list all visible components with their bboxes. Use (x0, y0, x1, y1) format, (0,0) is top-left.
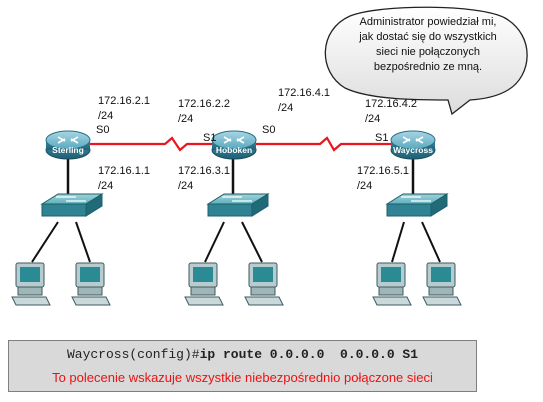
command-caption: To polecenie wskazuje wszystkie niebezpo… (52, 370, 433, 385)
serial-link-hoboken-waycross (256, 136, 393, 152)
ip-hoboken-s1: 172.16.2.2 (178, 98, 230, 110)
switch-arrows-icon (56, 196, 86, 202)
mask-hoboken-s0: /24 (278, 102, 293, 114)
pc-sterling-1[interactable] (11, 262, 51, 306)
mask-waycross-lan: /24 (357, 180, 372, 192)
command-prompt: Waycross(config)# (66, 347, 200, 362)
command-box: Waycross(config)#ip route 0.0.0.0 0.0.0.… (8, 340, 477, 392)
switch-hoboken[interactable] (206, 193, 270, 217)
ip-sterling-lan: 172.16.1.1 (98, 165, 150, 177)
serial-link-sterling-hoboken (90, 136, 212, 152)
switch-arrows-icon (401, 196, 431, 202)
interface-label-waycross-s1: S1 (375, 132, 388, 144)
switch-sterling[interactable] (40, 193, 104, 217)
ip-sterling-serial: 172.16.2.1 (98, 95, 150, 107)
router-waycross[interactable]: Waycross (390, 130, 436, 160)
interface-label-sterling-s0: S0 (96, 124, 109, 136)
pc-waycross-1[interactable] (372, 262, 412, 306)
bubble-line: bezpośrednio ze mną. (374, 61, 482, 73)
switch-waycross[interactable] (385, 193, 449, 217)
bubble-line: Administrator powiedział mi, (360, 16, 497, 28)
bubble-line: jak dostać się do wszystkich (358, 31, 497, 43)
pc-hoboken-2[interactable] (244, 262, 284, 306)
ip-hoboken-s0: 172.16.4.1 (278, 87, 330, 99)
mask-sterling-serial: /24 (98, 110, 113, 122)
mask-waycross-s1: /24 (365, 113, 380, 125)
router-label: Hoboken (216, 145, 252, 155)
mask-hoboken-s1: /24 (178, 113, 193, 125)
switch-arrows-icon (222, 196, 252, 202)
pc-waycross-2[interactable] (422, 262, 462, 306)
mask-sterling-lan: /24 (98, 180, 113, 192)
command-line: Waycross(config)#ip route 0.0.0.0 0.0.0.… (9, 347, 476, 362)
router-arrows-icon (57, 136, 79, 144)
router-hoboken[interactable]: Hoboken (211, 130, 257, 160)
router-arrows-icon (223, 136, 245, 144)
bubble-line: sieci nie połączonych (376, 46, 480, 58)
pc-cables (31, 221, 441, 263)
ip-hoboken-lan: 172.16.3.1 (178, 165, 230, 177)
router-label: Waycross (393, 145, 433, 155)
interface-label-hoboken-s1: S1 (203, 132, 216, 144)
interface-label-hoboken-s0: S0 (262, 124, 275, 136)
ip-waycross-s1: 172.16.4.2 (365, 98, 417, 110)
pc-hoboken-1[interactable] (184, 262, 224, 306)
speech-bubble: Administrator powiedział mi, jak dostać … (324, 6, 528, 116)
router-sterling[interactable]: Sterling (45, 130, 91, 160)
pc-sterling-2[interactable] (71, 262, 111, 306)
router-label: Sterling (52, 145, 84, 155)
command-text: ip route 0.0.0.0 0.0.0.0 S1 (199, 347, 419, 362)
mask-hoboken-lan: /24 (178, 180, 193, 192)
router-arrows-icon (402, 136, 424, 144)
ip-waycross-lan: 172.16.5.1 (357, 165, 409, 177)
